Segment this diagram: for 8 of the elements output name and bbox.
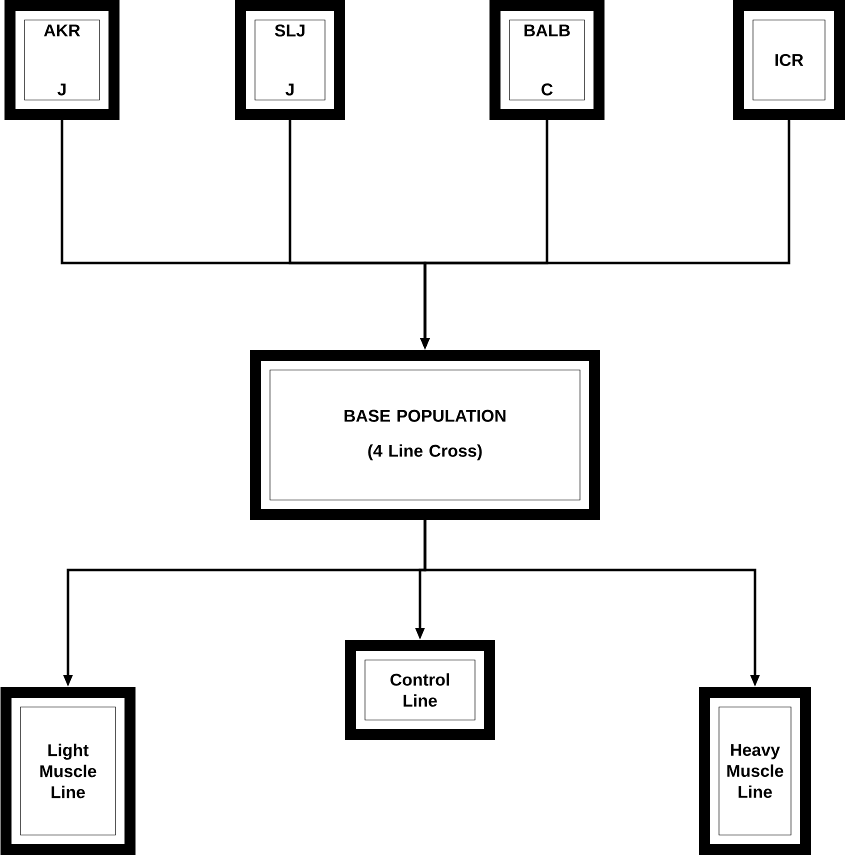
population-box: BASE POPULATION (4 Line Cross) (250, 350, 600, 520)
line-box: Control Line (345, 640, 495, 740)
strain-box: AKR J (4, 0, 120, 120)
line-box: Heavy Muscle Line (699, 687, 811, 855)
line-box: Light Muscle Line (0, 687, 136, 855)
strain-box: BALB C (490, 0, 604, 120)
strain-box: SLJ J (235, 0, 345, 120)
strain-box: ICR (733, 0, 845, 120)
